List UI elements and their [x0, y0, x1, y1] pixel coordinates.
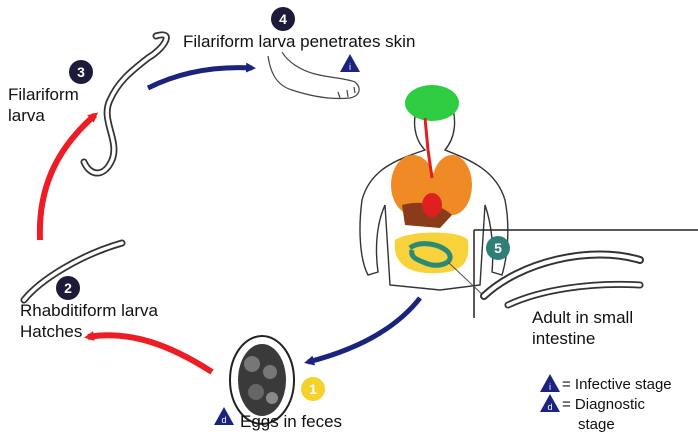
stage-2-badge: 2 [56, 276, 80, 300]
egg-drawing [230, 336, 294, 424]
arrow-rhabditiform-to-filariform [40, 115, 95, 240]
legend-diagnostic-text-line1: = Diagnostic [562, 396, 645, 414]
stage-1-badge: 1 [301, 377, 325, 401]
stage-3-label-line1: Filariform [8, 85, 79, 105]
svg-text:i: i [349, 62, 351, 72]
svg-text:i: i [549, 382, 551, 392]
stage-3-badge: 3 [69, 60, 93, 84]
infective-stage-marker: i [340, 54, 360, 72]
stage-5-badge: 5 [486, 236, 510, 260]
stage-2-label-line1: Rhabditiform larva [20, 301, 158, 321]
stage-2-label-line2: Hatches [20, 322, 82, 342]
adult-worm-inset [448, 230, 698, 318]
legend-diagnostic-text-line2: stage [578, 416, 615, 434]
svg-text:d: d [547, 402, 552, 412]
arrow-eggs-to-rhabditiform [88, 335, 212, 372]
legend-diagnostic-marker: d [540, 394, 560, 412]
stage-5-label-line1: Adult in small [532, 308, 633, 328]
svg-text:d: d [221, 415, 226, 425]
stage-5-label-line2: intestine [532, 329, 595, 349]
filariform-larva-drawing [84, 35, 166, 173]
diagnostic-stage-marker: d [214, 407, 234, 425]
legend-infective-text: = Infective stage [562, 376, 672, 394]
stage-4-badge: 4 [271, 7, 295, 31]
stage-4-label: Filariform larva penetrates skin [183, 32, 415, 52]
stage-1-label: Eggs in feces [240, 412, 342, 432]
arrow-intestine-to-eggs [308, 298, 420, 362]
legend-infective-marker: i [540, 374, 560, 392]
human-body-drawing [360, 85, 508, 290]
arrow-filariform-to-skin [148, 68, 252, 88]
stage-3-label-line2: larva [8, 106, 45, 126]
foot-drawing [268, 52, 359, 99]
